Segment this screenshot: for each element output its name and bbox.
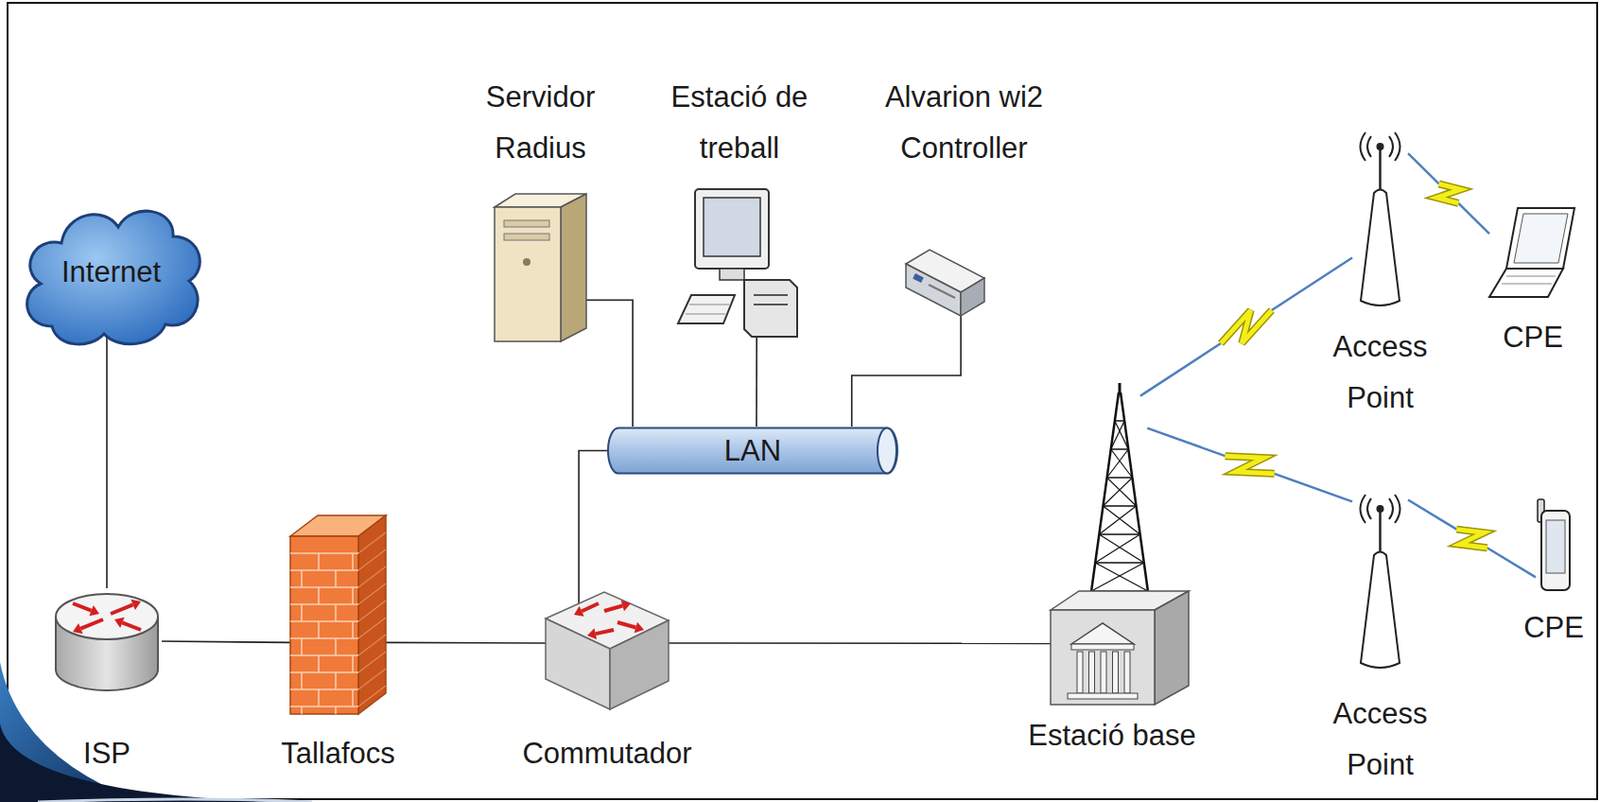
- node-label: Estació base: [1027, 710, 1197, 762]
- cable-path: [161, 641, 291, 643]
- lightning-bolt: [1225, 455, 1275, 474]
- node-label: Estació de treball: [659, 71, 820, 175]
- controller-icon-shape: [905, 244, 985, 316]
- link-line: [1487, 547, 1536, 577]
- node-label: Tallafocs: [280, 728, 396, 780]
- switch-icon-shape: [545, 591, 669, 710]
- node-label: CPE: [1502, 312, 1564, 364]
- wireless-link: [1408, 153, 1490, 234]
- node-label: ISP: [83, 728, 131, 780]
- corner-swoosh-line: [37, 799, 313, 802]
- node-label: Access Point: [1323, 321, 1438, 425]
- lightning-bolt: [1225, 455, 1275, 474]
- lightning-bolt: [1456, 529, 1487, 549]
- lightning-bolt: [1456, 529, 1487, 549]
- server-icon: Servidor Radius: [494, 193, 587, 342]
- router-icon-shape: [52, 588, 162, 695]
- cable-line: [385, 642, 546, 644]
- node-label: Access Point: [1323, 688, 1438, 792]
- cable-path: [668, 642, 1051, 644]
- cable-path: [578, 451, 608, 605]
- link-line: [1408, 500, 1457, 530]
- laptop-icon-shape: [1489, 204, 1577, 303]
- node-label: Commutador: [521, 728, 692, 780]
- internet-cloud: Internet: [14, 193, 209, 350]
- node-label: LAN: [607, 426, 899, 475]
- lightning-bolt: [1436, 183, 1461, 203]
- access-point-icon-shape: [1352, 132, 1409, 307]
- cable-line: [586, 299, 633, 427]
- switch-icon: Commutador: [545, 591, 669, 710]
- node-label: Internet: [14, 193, 209, 350]
- firewall-icon: Tallafocs: [290, 515, 386, 714]
- access-point-icon: Access Point: [1352, 132, 1409, 307]
- wireless-link: [1140, 257, 1353, 396]
- node-label: CPE: [1523, 602, 1584, 654]
- lightning-bolt: [1220, 310, 1272, 344]
- wireless-link: [1147, 428, 1353, 503]
- workstation-icon-shape: [678, 189, 801, 337]
- server-icon-shape: [494, 193, 587, 342]
- link-line: [1147, 428, 1225, 457]
- cable-path: [385, 642, 546, 644]
- router-icon: ISP: [52, 588, 162, 695]
- cable-line: [756, 336, 758, 427]
- cable-path: [586, 299, 633, 427]
- cable-line: [668, 642, 1051, 644]
- cable-path: [105, 337, 108, 589]
- phone-icon-shape: [1535, 499, 1572, 592]
- link-line: [1408, 153, 1440, 184]
- lightning-bolt: [1436, 183, 1461, 203]
- cable-path: [755, 336, 758, 427]
- wireless-link: [1408, 500, 1536, 578]
- controller-icon: Alvarion wi2 Controller: [905, 244, 985, 316]
- cable-line: [852, 315, 961, 427]
- lan-bus: LAN: [607, 426, 899, 475]
- cable-line: [105, 337, 107, 589]
- cable-line: [161, 641, 291, 643]
- phone-icon: CPE: [1535, 499, 1572, 592]
- link-line: [1140, 343, 1221, 397]
- base-station-icon-shape: [1050, 382, 1189, 705]
- corner-swoosh-band: [0, 723, 275, 802]
- base-station-icon: Estació base: [1050, 382, 1189, 705]
- workstation-icon: Estació de treball: [678, 189, 801, 337]
- node-label: Alvarion wi2 Controller: [869, 71, 1060, 175]
- laptop-icon: CPE: [1489, 204, 1577, 303]
- cable-path: [852, 315, 961, 427]
- lightning-bolt: [1220, 310, 1272, 344]
- access-point-icon-shape: [1352, 494, 1409, 670]
- node-label: Servidor Radius: [469, 71, 612, 175]
- access-point-icon: Access Point: [1352, 494, 1409, 670]
- link-line: [1458, 203, 1490, 234]
- link-line: [1274, 473, 1353, 503]
- frame-border: [7, 2, 1598, 800]
- cable-line: [578, 451, 608, 605]
- firewall-icon-shape: [290, 515, 386, 714]
- link-line: [1271, 257, 1353, 311]
